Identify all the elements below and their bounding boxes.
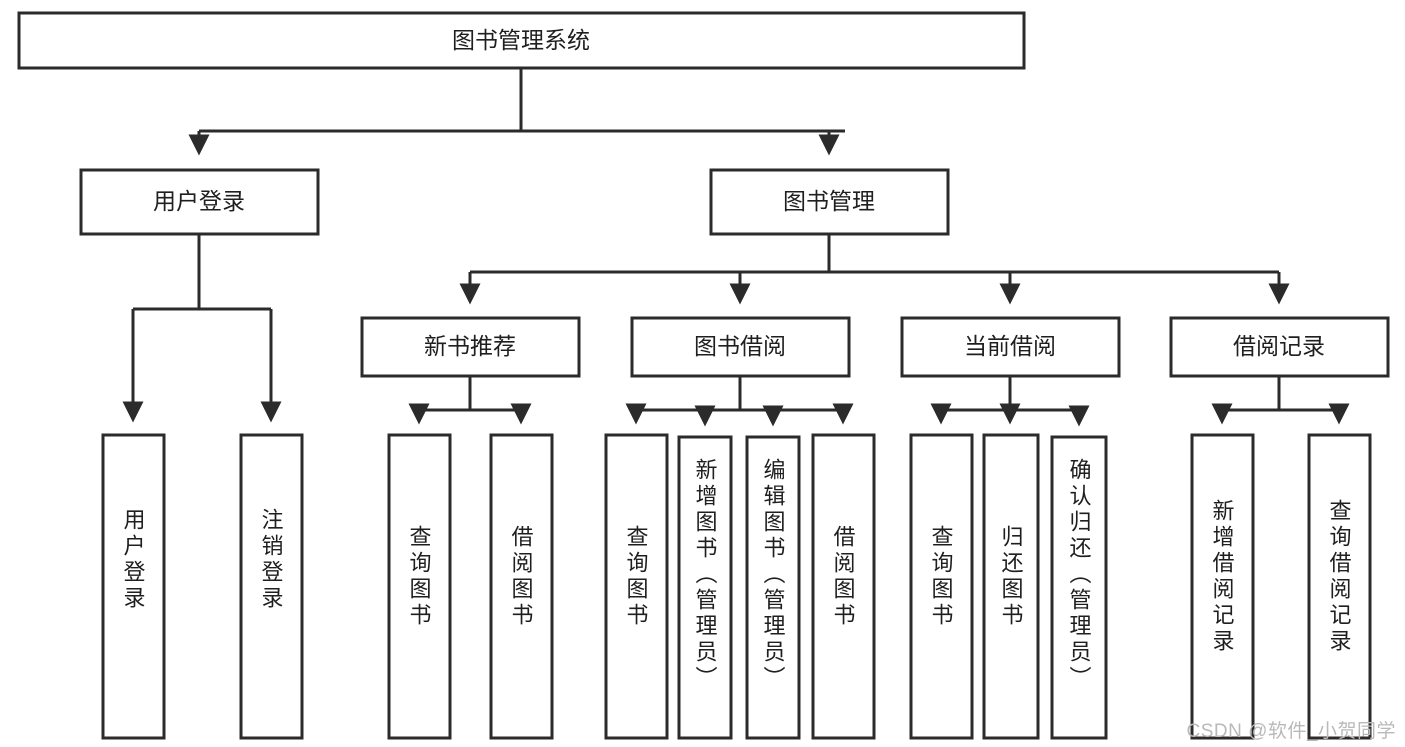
node-new-book-recommend[interactable]: 新书推荐 [360, 316, 581, 378]
node-leaf-logout-label: 注销登录 [259, 508, 284, 612]
node-leaf-edit-book[interactable]: 编辑图书（管理员） [745, 435, 801, 740]
node-book-borrow[interactable]: 图书借阅 [630, 316, 851, 378]
node-user-login[interactable]: 用户登录 [79, 168, 320, 236]
node-borrow-record[interactable]: 借阅记录 [1169, 316, 1390, 378]
connector-bookmanage-to-level3 [459, 234, 1290, 305]
node-leaf-query-book-2[interactable]: 查询图书 [604, 433, 669, 740]
node-new-book-recommend-label: 新书推荐 [424, 333, 516, 359]
node-user-login-label: 用户登录 [153, 188, 245, 214]
node-root[interactable]: 图书管理系统 [17, 11, 1026, 70]
node-leaf-query-record[interactable]: 查询借阅记录 [1307, 433, 1372, 740]
node-leaf-user-login-label: 用户登录 [121, 508, 146, 612]
connector-currentborrow-to-leaves [930, 376, 1090, 427]
connector-bookborrow-to-leaves [625, 376, 854, 427]
node-leaf-user-login[interactable]: 用户登录 [101, 433, 166, 740]
node-book-borrow-label: 图书借阅 [694, 333, 786, 359]
node-leaf-query-record-label: 查询借阅记录 [1327, 499, 1352, 655]
node-leaf-return-book-label: 归还图书 [999, 525, 1024, 629]
node-leaf-add-book-label: 新增图书（管理员） [693, 458, 718, 692]
node-leaf-add-record-label: 新增借阅记录 [1210, 499, 1235, 655]
node-leaf-return-book[interactable]: 归还图书 [982, 433, 1040, 740]
node-leaf-add-record[interactable]: 新增借阅记录 [1190, 433, 1255, 740]
connector-newbook-to-leaves [408, 376, 532, 425]
node-root-label: 图书管理系统 [452, 27, 590, 53]
node-leaf-borrow-book-2-label: 借阅图书 [831, 525, 856, 629]
node-borrow-record-label: 借阅记录 [1233, 333, 1325, 359]
connector-userlogin-to-leaves [122, 234, 282, 423]
node-leaf-logout[interactable]: 注销登录 [239, 433, 304, 740]
node-current-borrow[interactable]: 当前借阅 [900, 316, 1121, 378]
node-leaf-query-book-3[interactable]: 查询图书 [909, 433, 974, 740]
node-leaf-confirm-return-label: 确认归还（管理员） [1067, 458, 1092, 692]
node-leaf-edit-book-label: 编辑图书（管理员） [761, 458, 786, 692]
node-leaf-confirm-return[interactable]: 确认归还（管理员） [1050, 435, 1108, 740]
node-leaf-query-book-2-label: 查询图书 [624, 525, 649, 629]
connector-borrowrecord-to-leaves [1211, 376, 1350, 425]
node-leaf-borrow-book-1-label: 借阅图书 [509, 525, 534, 629]
node-leaf-borrow-book-1[interactable]: 借阅图书 [489, 433, 554, 740]
node-leaf-query-book-1[interactable]: 查询图书 [387, 433, 452, 740]
connector-root-to-level2 [188, 69, 845, 156]
node-current-borrow-label: 当前借阅 [964, 333, 1056, 359]
node-book-manage[interactable]: 图书管理 [709, 168, 950, 236]
node-leaf-add-book[interactable]: 新增图书（管理员） [677, 435, 733, 740]
node-leaf-query-book-3-label: 查询图书 [929, 525, 954, 629]
node-book-manage-label: 图书管理 [783, 188, 875, 214]
node-leaf-query-book-1-label: 查询图书 [407, 525, 432, 629]
node-leaf-borrow-book-2[interactable]: 借阅图书 [811, 433, 876, 740]
